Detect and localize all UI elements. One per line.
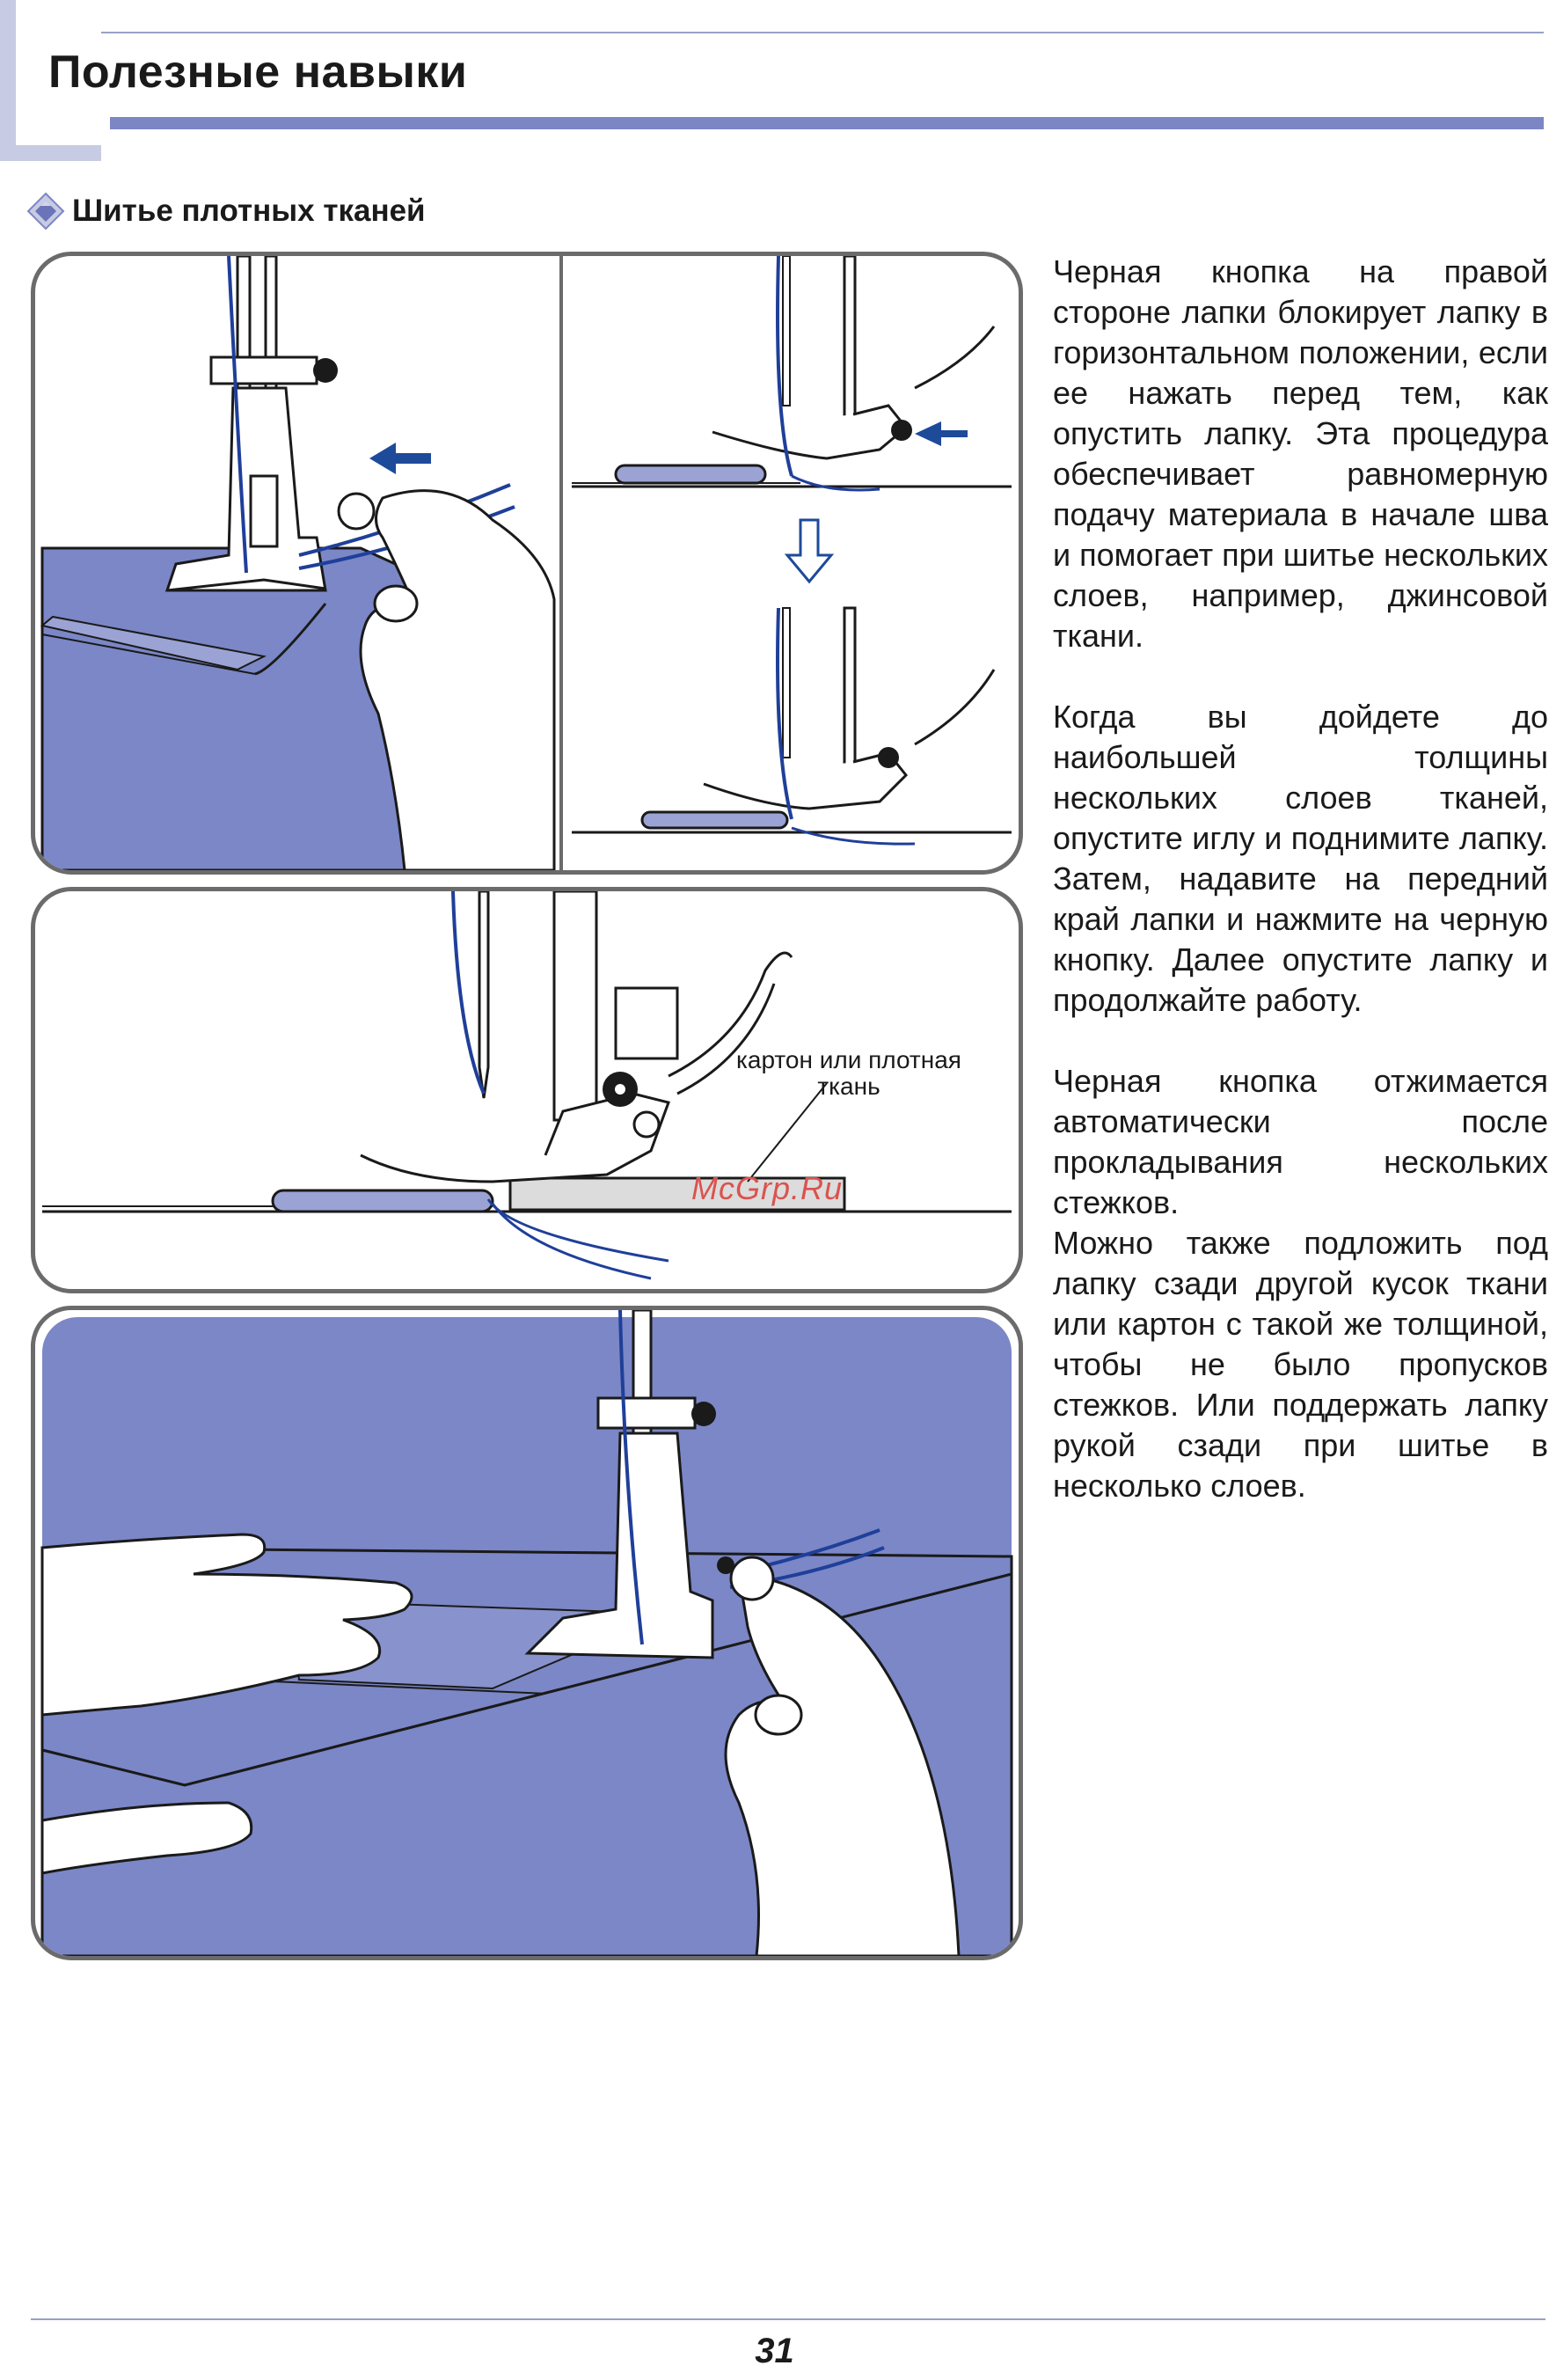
diamond-bullet-icon [26,192,65,231]
paragraph-4: Можно также подложить под лапку сзади др… [1053,1225,1548,1504]
footer-rule [31,2318,1545,2320]
figure-lock-button-illustration [40,256,1012,870]
paragraph-2: Когда вы дойдете до наибольшей толщины н… [1053,699,1548,1018]
figure-panel-lock-button [31,252,1023,875]
section-heading: Шитье плотных тканей [26,192,426,231]
paragraph-3: Черная кнопка отжимается автоматически п… [1053,1063,1548,1220]
cardboard-callout: картон или плотная ткань [736,1046,961,1100]
figure-hands-illustration [40,1310,1013,1956]
header-rule [101,32,1544,33]
watermark: McGrp.Ru [691,1170,844,1206]
header-bar [110,117,1544,129]
figure-cardboard-illustration [42,891,1012,1280]
page-title: Полезные навыки [48,47,468,98]
header-bracket [0,0,101,161]
section-title: Шитье плотных тканей [72,194,426,228]
figure-panel-hands [31,1306,1023,1960]
figure-panel-cardboard [31,887,1023,1293]
instructions-text: Черная кнопка на правой стороне лапки бл… [1053,252,1548,1506]
page-number: 31 [755,2332,794,2370]
paragraph-1: Черная кнопка на правой стороне лапки бл… [1053,253,1548,654]
